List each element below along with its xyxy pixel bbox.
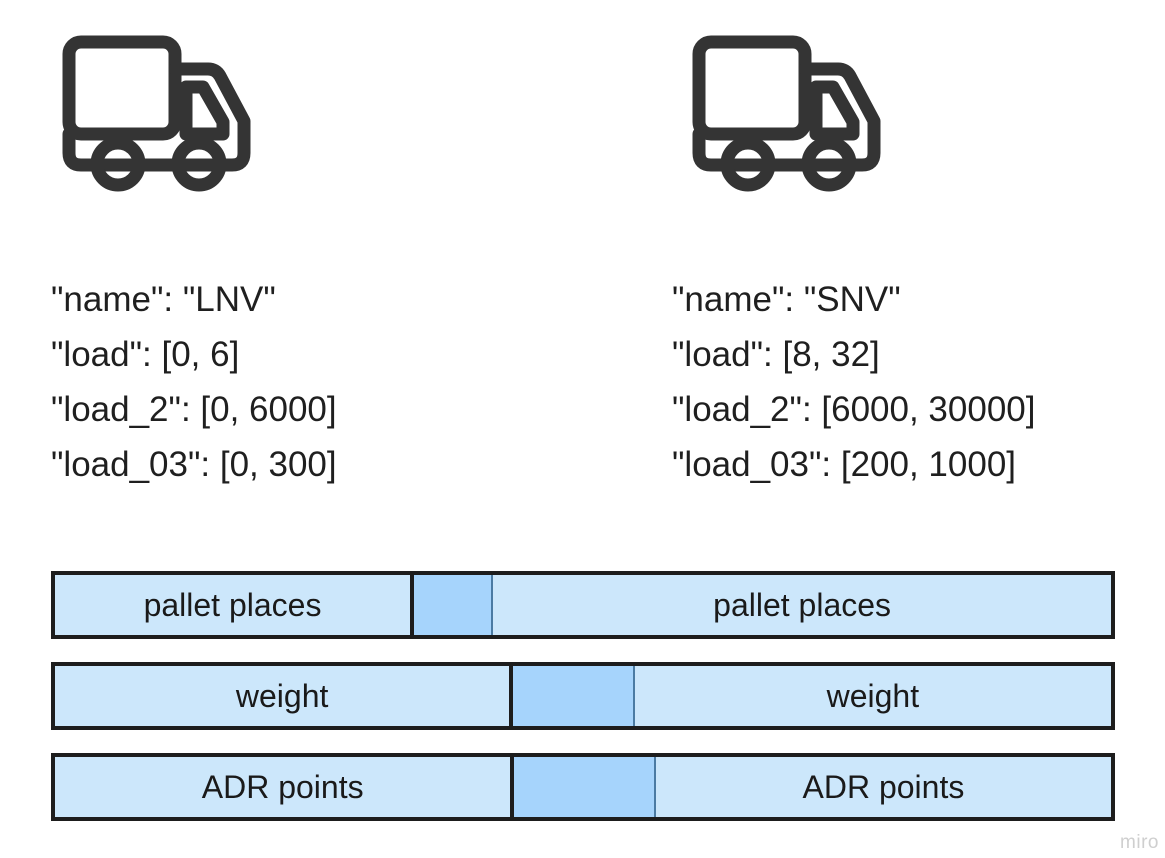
- range-bar-adr-points: ADR points ADR points: [51, 753, 1115, 821]
- spec-line-load-2: "load_2": [0, 6000]: [51, 390, 337, 429]
- spec-line-load: "load": [8, 32]: [672, 335, 880, 374]
- range-bar-weight: weight weight: [51, 662, 1115, 730]
- range-segment-label: pallet places: [713, 586, 892, 623]
- spec-line-load-2: "load_2": [6000, 30000]: [672, 390, 1036, 429]
- miro-watermark: miro: [1120, 832, 1159, 853]
- spec-line-load: "load": [0, 6]: [51, 335, 240, 374]
- range-segment-right: pallet places: [493, 575, 1111, 635]
- range-segment-overlap: [513, 666, 635, 726]
- range-segment-left: ADR points: [55, 757, 515, 817]
- range-segment-overlap: [514, 757, 656, 817]
- truck-icon-lnv: [60, 33, 260, 193]
- truck-icon-snv: [690, 33, 890, 193]
- range-bar-pallet-places: pallet places pallet places: [51, 571, 1115, 639]
- range-segment-overlap: [414, 575, 494, 635]
- range-segment-label: ADR points: [802, 768, 965, 805]
- range-segment-right: weight: [634, 666, 1111, 726]
- spec-line-name: "name": "SNV": [672, 280, 901, 319]
- range-segment-right: ADR points: [655, 757, 1111, 817]
- vehicle-spec-snv: "name": "SNV" "load": [8, 32] "load_2": …: [672, 272, 1035, 492]
- vehicle-spec-lnv: "name": "LNV" "load": [0, 6] "load_2": […: [51, 272, 337, 492]
- spec-line-load-03: "load_03": [200, 1000]: [672, 445, 1017, 484]
- spec-line-name: "name": "LNV": [51, 280, 276, 319]
- range-segment-left: pallet places: [55, 575, 415, 635]
- range-segment-label: ADR points: [201, 768, 364, 805]
- range-segment-label: weight: [826, 677, 920, 714]
- spec-line-load-03: "load_03": [0, 300]: [51, 445, 337, 484]
- delivery-truck-icon: [692, 35, 881, 192]
- range-segment-label: weight: [235, 677, 329, 714]
- delivery-truck-icon: [62, 35, 251, 192]
- range-segment-left: weight: [55, 666, 514, 726]
- range-segment-label: pallet places: [143, 586, 322, 623]
